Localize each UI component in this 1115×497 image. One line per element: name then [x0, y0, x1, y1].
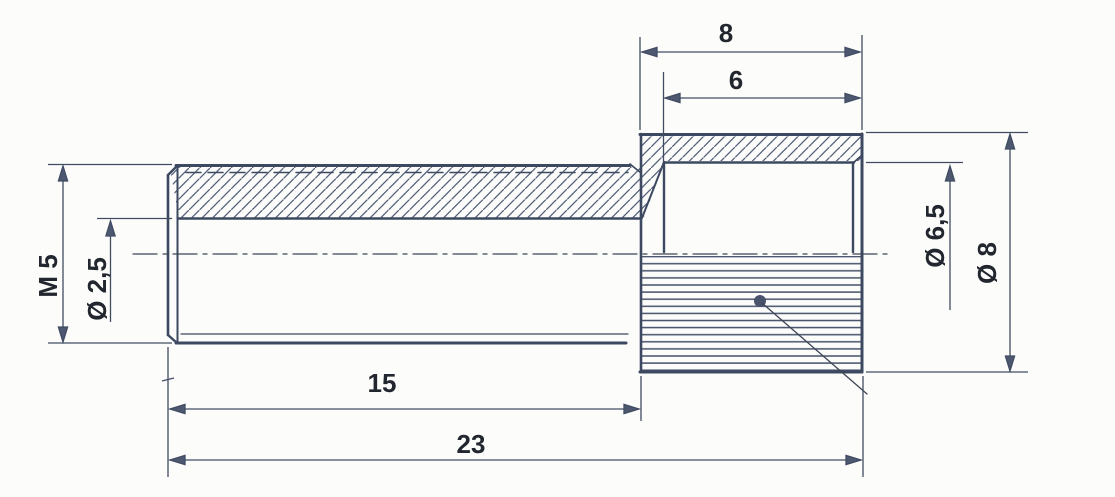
arrowhead [57, 163, 69, 182]
dimension-thread-length: 15 [161, 347, 642, 477]
arrowhead [167, 454, 186, 466]
arrowhead [1004, 131, 1016, 150]
shaft-wall-hatch [171, 167, 641, 218]
dim-label-thread: M 5 [33, 254, 63, 297]
counterbore-entry-chamfer [852, 155, 862, 164]
dim-label-counterbore-diameter: Ø 6,5 [920, 204, 950, 268]
bore-cone-transition [641, 161, 665, 219]
thread-runout [629, 163, 642, 174]
knurl-leader-line [761, 302, 868, 395]
section-hatching [171, 136, 861, 218]
dim-label-head-diameter: Ø 8 [972, 242, 1002, 284]
dimension-overall-length: 23 [167, 376, 864, 477]
arrowhead [167, 403, 186, 415]
arrowhead [57, 326, 69, 345]
shaft-outline [166, 163, 643, 345]
head-wall-hatch [642, 136, 861, 217]
arrowhead [944, 163, 956, 182]
dimension-thread: M 5 [33, 163, 172, 345]
arrowhead [662, 92, 681, 104]
dim-label-overall-length: 23 [457, 429, 486, 459]
knurl-area [642, 256, 861, 371]
dim-label-bore-diameter: Ø 2,5 [82, 257, 112, 321]
arrowhead [845, 454, 864, 466]
arrowhead [105, 218, 116, 237]
dimension-head-length: 8 [639, 18, 863, 130]
dimension-bore-diameter: Ø 2,5 [82, 217, 172, 322]
dim-label-thread-length: 15 [368, 368, 397, 398]
dim-label-head-length: 8 [719, 18, 733, 48]
knurl-leader [754, 295, 868, 395]
dimension-counterbore-diameter: Ø 6,5 [866, 161, 963, 310]
part-view [132, 132, 891, 395]
arrowhead [623, 403, 642, 415]
arrowhead [844, 46, 863, 58]
tick-mark [161, 377, 175, 382]
head-outline [638, 132, 864, 374]
arrowhead [844, 92, 863, 104]
dimensions: 8 6 M 5 Ø 2,5 [33, 18, 1028, 477]
dim-label-counterbore-depth: 6 [729, 65, 743, 95]
arrowhead [639, 46, 658, 58]
shaft-chamfer-top [166, 164, 179, 177]
dimension-head-diameter: Ø 8 [866, 131, 1028, 374]
arrowhead [1004, 355, 1016, 374]
dimension-counterbore-depth: 6 [662, 65, 863, 161]
